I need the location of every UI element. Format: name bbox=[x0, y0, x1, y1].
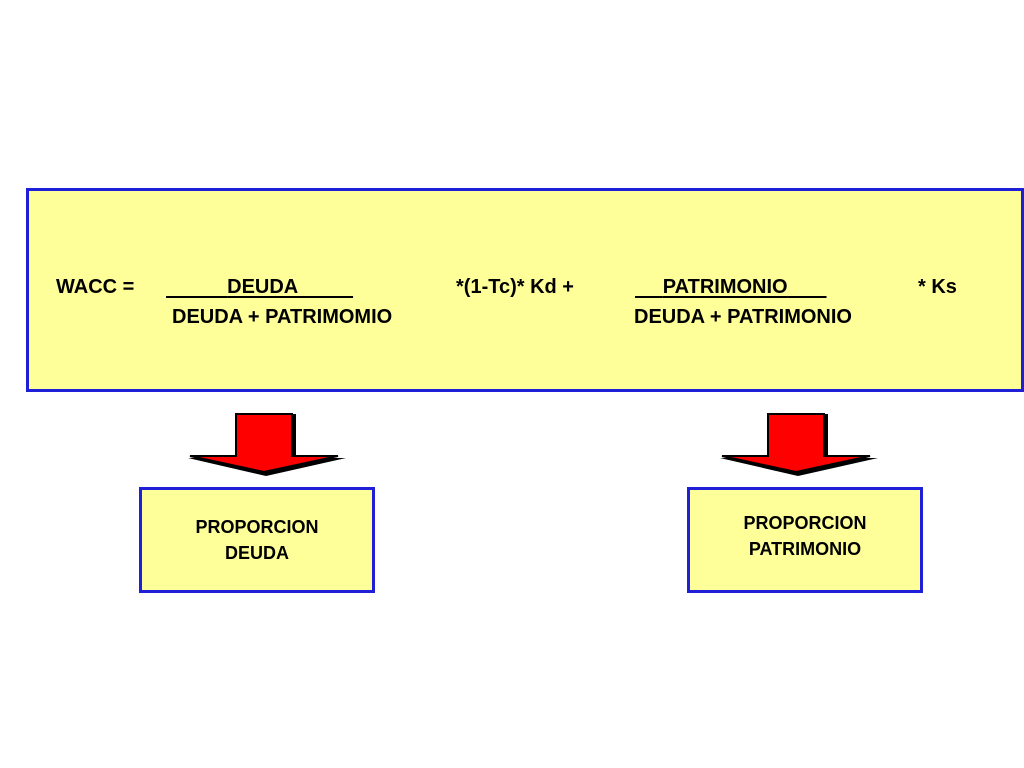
debt-numerator-label: DEUDA bbox=[227, 276, 298, 298]
equity-numerator-label: PATRIMONIO bbox=[662, 276, 788, 298]
down-arrow-left-body bbox=[189, 413, 339, 474]
debt-numerator-pad-left bbox=[166, 276, 227, 298]
debt-proportion-line2: DEUDA bbox=[224, 543, 289, 563]
down-arrow-icon-right bbox=[720, 413, 878, 476]
debt-numerator: DEUDA bbox=[166, 275, 353, 299]
equity-numerator: PATRIMONIO bbox=[635, 275, 827, 299]
debt-numerator-pad-right bbox=[298, 276, 354, 298]
equity-numerator-pad-left bbox=[635, 276, 663, 298]
equity-proportion-line1: PROPORCION bbox=[743, 513, 867, 533]
equity-proportion-box: PROPORCION PATRIMONIO bbox=[687, 487, 923, 593]
equity-numerator-pad-right bbox=[788, 276, 827, 298]
down-arrow-icon-left bbox=[188, 413, 346, 476]
debt-denominator: DEUDA + PATRIMOMIO bbox=[172, 306, 393, 328]
equity-denominator: DEUDA + PATRIMONIO bbox=[634, 306, 852, 328]
debt-proportion-line1: PROPORCION bbox=[195, 517, 319, 537]
equity-proportion-line2: PATRIMONIO bbox=[748, 539, 862, 559]
equity-factor: * Ks bbox=[918, 276, 957, 298]
debt-factor: *(1-Tc)* Kd + bbox=[456, 276, 574, 298]
debt-proportion-box: PROPORCION DEUDA bbox=[139, 487, 375, 593]
wacc-label: WACC = bbox=[56, 276, 140, 298]
down-arrow-right-body bbox=[721, 413, 871, 474]
wacc-formula-box bbox=[26, 188, 1024, 392]
